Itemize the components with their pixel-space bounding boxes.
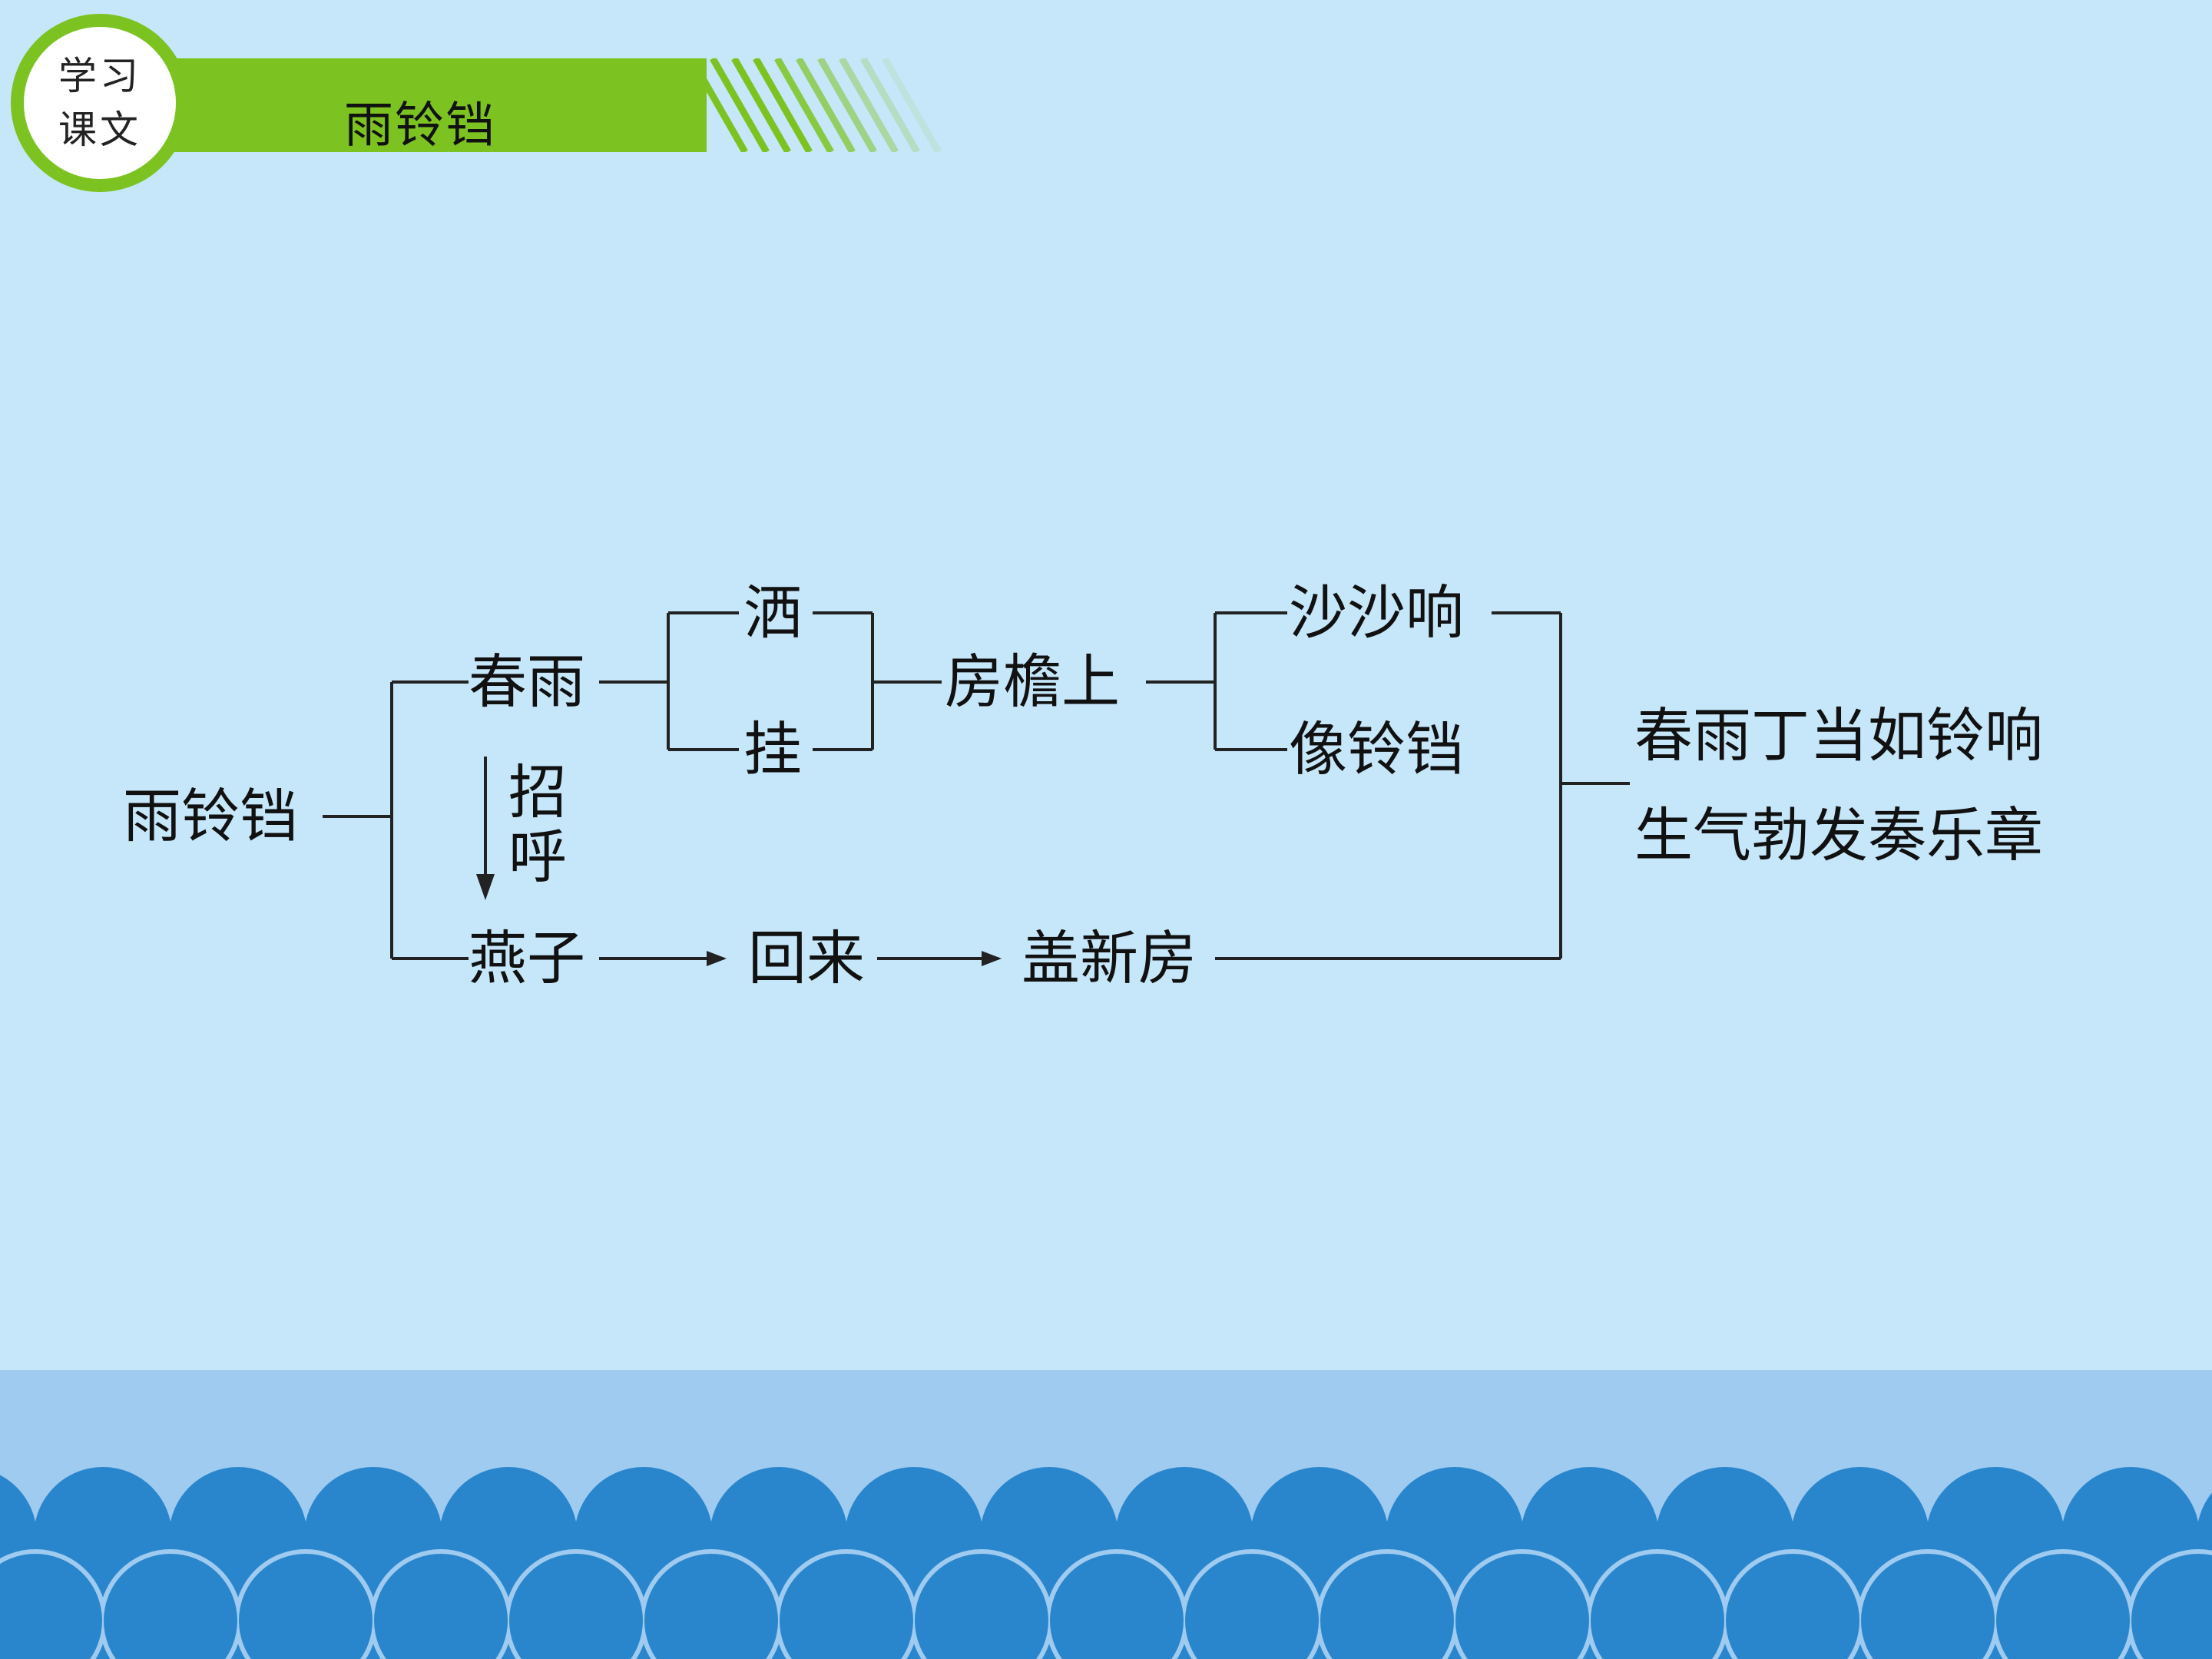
- badge-line-2: 课文: [58, 108, 141, 152]
- node-hang: 挂: [743, 715, 802, 783]
- node-sprinkle: 洒: [743, 578, 802, 647]
- node-eaves: 房檐上: [945, 647, 1120, 716]
- node-spring-rain: 春雨: [469, 647, 585, 716]
- section-badge-inner: 学习 课文: [24, 27, 176, 179]
- summary-line-2: 生气勃发奏乐章: [1634, 801, 2043, 869]
- title-banner: [138, 58, 707, 152]
- page-title: 雨铃铛: [344, 98, 496, 154]
- node-swallow: 燕子: [469, 924, 585, 992]
- node-like-bells: 像铃铛: [1289, 715, 1464, 783]
- wave-pattern: [0, 1462, 2212, 1659]
- edge-label-greet: 招呼: [508, 758, 567, 891]
- node-build-house: 盖新房: [1022, 924, 1197, 992]
- section-badge: 学习 课文: [11, 14, 189, 192]
- node-root: 雨铃铛: [123, 782, 298, 850]
- badge-line-1: 学习: [58, 54, 141, 98]
- banner-stripes: [691, 58, 942, 152]
- summary-line-1: 春雨丁当如铃响: [1634, 701, 2043, 770]
- node-rustle: 沙沙响: [1289, 578, 1464, 647]
- node-return: 回来: [748, 924, 865, 992]
